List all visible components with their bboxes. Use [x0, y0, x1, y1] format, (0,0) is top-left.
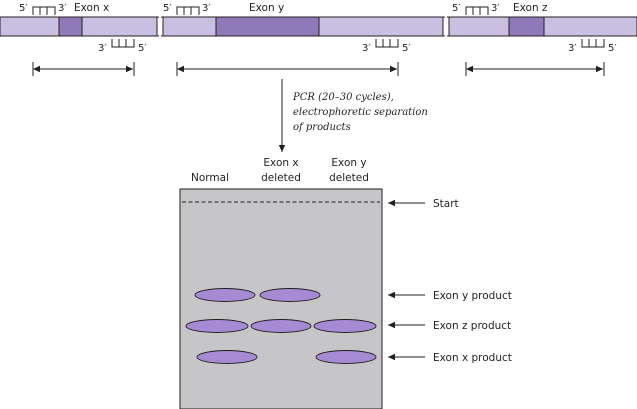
band-exon-y-deleted-exon-z	[313, 319, 377, 333]
band-normal-exon-x	[196, 350, 258, 364]
reverse-primers	[111, 39, 605, 48]
rev-primer-x-5prime: 5′	[138, 43, 147, 54]
dna-strand	[0, 16, 637, 37]
reverse-primer-z	[581, 39, 605, 48]
exon-y-label: Exon y	[249, 2, 284, 14]
primer-x-3prime: 3′	[58, 3, 67, 14]
exon-y-block	[215, 16, 320, 37]
primer-y-3prime: 3′	[202, 3, 211, 14]
primer-x-5prime: 5′	[19, 3, 28, 14]
reverse-primer-y	[375, 39, 399, 48]
exon-x-block	[58, 16, 83, 37]
forward-primer-z	[465, 6, 489, 15]
reverse-primer-x	[111, 39, 135, 48]
start-label: Start	[433, 198, 459, 210]
lane-header-normal: Normal	[191, 172, 229, 184]
band-exon-x-deleted-exon-y	[259, 288, 321, 302]
exon-z-block	[508, 16, 545, 37]
pcr-step-label: PCR (20–30 cycles), electrophoretic sepa…	[292, 92, 428, 133]
amplicon-spans	[32, 62, 605, 76]
forward-primer-x	[32, 6, 56, 15]
exon-x-product-label: Exon x product	[433, 352, 512, 364]
forward-primers	[32, 6, 489, 15]
rev-primer-y-3prime: 3′	[362, 43, 371, 54]
band-normal-exon-y	[194, 288, 256, 302]
exon-y-product-label: Exon y product	[433, 290, 512, 302]
exon-z-label: Exon z	[513, 2, 548, 14]
rev-primer-x-3prime: 3′	[98, 43, 107, 54]
primer-z-5prime: 5′	[452, 3, 461, 14]
pcr-step-line2: electrophoretic separation	[293, 107, 428, 118]
gel-bands	[185, 288, 377, 364]
rev-primer-y-5prime: 5′	[402, 43, 411, 54]
gel-labels: Start Exon y product Exon z product Exon…	[433, 198, 512, 364]
primer-z-3prime: 3′	[491, 3, 500, 14]
forward-primer-ends: 5′ 3′ 5′ 3′ 5′ 3′	[19, 3, 500, 14]
band-exon-y-deleted-exon-x	[315, 350, 377, 364]
forward-primer-y	[176, 6, 200, 15]
band-normal-exon-z	[185, 319, 249, 333]
gel-label-arrows	[388, 199, 425, 361]
lane-header-exon-y-deleted-1: Exon y	[331, 157, 366, 169]
lane-headers: Normal Exon x deleted Exon y deleted	[191, 157, 369, 184]
exon-z-product-label: Exon z product	[433, 320, 511, 332]
rev-primer-z-5prime: 5′	[608, 43, 617, 54]
pcr-step-line3: of products	[293, 122, 351, 133]
primer-y-5prime: 5′	[163, 3, 172, 14]
reverse-primer-ends: 3′ 5′ 3′ 5′ 3′ 5′	[98, 43, 617, 54]
band-exon-x-deleted-exon-z	[250, 319, 312, 333]
lane-header-exon-y-deleted-2: deleted	[329, 172, 369, 184]
lane-header-exon-x-deleted-2: deleted	[261, 172, 301, 184]
rev-primer-z-3prime: 3′	[568, 43, 577, 54]
lane-header-exon-x-deleted-1: Exon x	[263, 157, 298, 169]
pcr-step-line1: PCR (20–30 cycles),	[292, 92, 394, 103]
exon-x-label: Exon x	[74, 2, 109, 14]
